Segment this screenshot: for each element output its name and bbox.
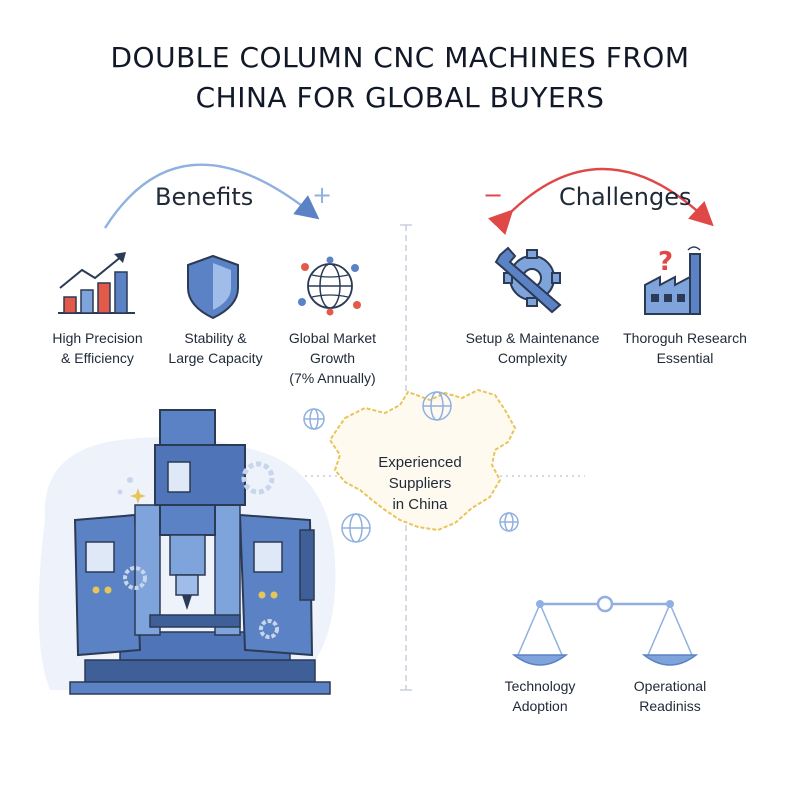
globe-icon-left: [303, 408, 325, 430]
title-line-1: DOUBLE COLUMN CNC MACHINES FROM: [110, 41, 690, 74]
challenges-heading: Challenges: [559, 183, 692, 211]
challenge-label-setup: Setup & Maintenance Complexity: [465, 330, 600, 366]
balance-scale-icon: [511, 595, 699, 666]
benefits-heading: Benefits: [155, 183, 254, 211]
svg-text:?: ?: [658, 247, 673, 277]
wrench-gear-icon: [494, 246, 562, 314]
benefits-plus-sign: +: [312, 181, 333, 209]
title-line-2: CHINA FOR GLOBAL BUYERS: [195, 81, 605, 114]
globe-icon-top: [422, 391, 452, 421]
balance-label-technology: Technology Adoption: [504, 678, 576, 714]
challenge-label-research: Thoroguh Research Essential: [623, 330, 747, 366]
shield-icon: [187, 254, 239, 320]
benefit-label-precision: High Precision & Efficiency: [52, 330, 143, 366]
globe-network-icon: [298, 256, 361, 316]
center-suppliers-label: Experienced Suppliers in China: [378, 454, 462, 513]
page-title: DOUBLE COLUMN CNC MACHINES FROM CHINA FO…: [0, 38, 800, 118]
factory-question-icon: ?: [644, 246, 701, 315]
balance-label-operational: Operational Readiniss: [633, 678, 707, 714]
bar-chart-growth-icon: [58, 252, 135, 314]
globe-icon-bottom: [341, 513, 371, 543]
challenges-arc-arrow: [488, 167, 714, 235]
benefits-arc-arrow: [103, 163, 320, 229]
globe-icon-right: [499, 512, 519, 532]
benefit-label-stability: Stability & Large Capacity: [168, 330, 263, 366]
benefit-label-market-growth: Global Market Growth (7% Annually): [288, 330, 377, 386]
cnc-machine-illustration: [38, 409, 336, 695]
china-map-outline: [328, 388, 517, 532]
challenges-minus-sign: −: [483, 181, 504, 209]
